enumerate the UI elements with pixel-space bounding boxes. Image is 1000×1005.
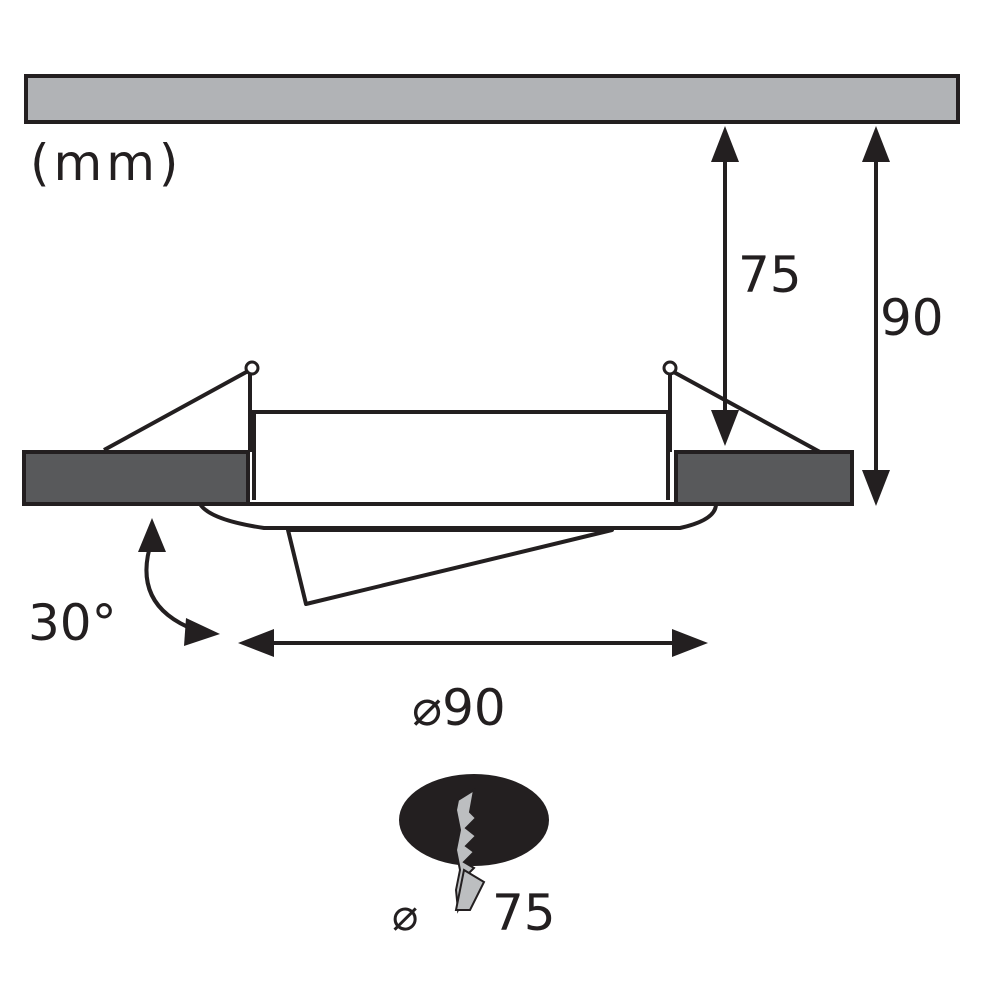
depth-inner-arrow-bottom (711, 410, 739, 446)
depth-total-arrow-top (862, 126, 890, 162)
ceiling-cutout-saw-icon: ⌀ 75 (392, 774, 556, 942)
outer-diameter-dimension: ⌀90 (238, 629, 708, 737)
housing-body (252, 410, 670, 500)
spring-clip-right-pivot (662, 360, 678, 376)
depth-inner-arrow-top (711, 126, 739, 162)
outer-diameter-arrow-left (238, 629, 274, 657)
tilt-angle-indicator: 30° (28, 518, 220, 652)
spring-clip-left (103, 368, 252, 452)
depth-inner-label: 75 (738, 246, 802, 304)
depth-inner-dimension: 75 (711, 126, 802, 446)
depth-total-label: 90 (880, 289, 944, 347)
bezel-ring (198, 502, 718, 530)
cutout-diameter-value: 75 (492, 884, 556, 942)
saw-blade-handle (454, 868, 486, 911)
units-label: (mm) (30, 134, 182, 192)
trim-left (22, 450, 250, 506)
tilt-angle-arrow-bottom (184, 618, 220, 646)
tilt-angle-arrow-top (138, 518, 166, 552)
outer-diameter-arrow-right (672, 629, 708, 657)
trim-right (674, 450, 854, 506)
spring-clip-right (668, 368, 821, 454)
ceiling-panel (24, 74, 960, 124)
tilt-angle-label: 30° (28, 594, 117, 652)
tilted-lamp-module (286, 528, 614, 606)
spring-clip-left-pivot (244, 360, 260, 376)
outer-diameter-label: ⌀90 (412, 679, 506, 737)
downlight-fixture (22, 360, 854, 606)
depth-total-dimension: 90 (862, 126, 944, 506)
depth-total-arrow-bottom (862, 470, 890, 506)
tilt-angle-arc (144, 539, 196, 632)
cutout-diameter-symbol: ⌀ (392, 890, 419, 941)
